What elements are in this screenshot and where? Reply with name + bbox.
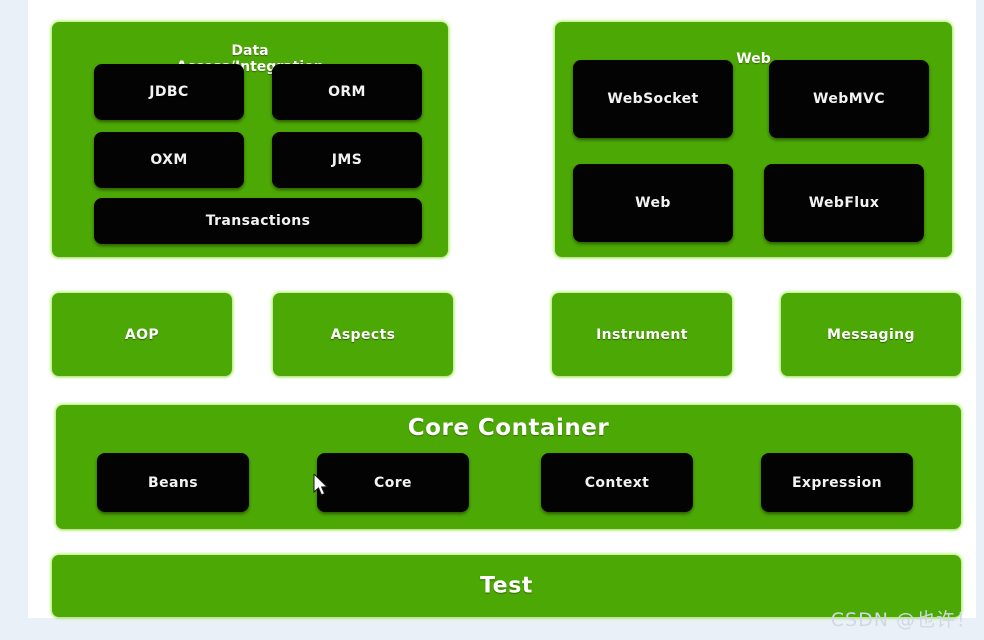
module-core[interactable]: Core (317, 453, 469, 512)
module-orm[interactable]: ORM (272, 64, 422, 120)
module-webflux[interactable]: WebFlux (764, 164, 924, 242)
module-label: Web (635, 195, 671, 211)
module-label: Messaging (827, 326, 915, 343)
module-label: ORM (328, 84, 366, 100)
module-expression[interactable]: Expression (761, 453, 913, 512)
module-label: Instrument (596, 326, 688, 343)
panel-title-web: Web (736, 51, 771, 67)
module-messaging[interactable]: Messaging (781, 293, 961, 376)
panel-core-container[interactable]: Core Container Beans Core Context Expres… (56, 405, 961, 529)
module-webmvc[interactable]: WebMVC (769, 60, 929, 138)
panel-data-access-integration[interactable]: Data Access/Integration JDBC ORM OXM JMS… (52, 22, 448, 257)
panel-web[interactable]: Web WebSocket WebMVC Web WebFlux (555, 22, 952, 257)
module-web[interactable]: Web (573, 164, 733, 242)
module-label: AOP (124, 326, 160, 343)
module-label: WebMVC (813, 91, 885, 107)
module-label: Context (584, 474, 650, 491)
module-oxm[interactable]: OXM (94, 132, 244, 188)
diagram-canvas: Data Access/Integration JDBC ORM OXM JMS… (28, 0, 976, 618)
module-label: Transactions (205, 213, 311, 229)
module-label: WebSocket (607, 91, 699, 107)
module-transactions[interactable]: Transactions (94, 198, 422, 244)
module-label: Test (479, 573, 534, 599)
module-label: OXM (150, 152, 188, 168)
module-aop[interactable]: AOP (52, 293, 232, 376)
module-label: Beans (148, 474, 198, 491)
module-label: JDBC (149, 84, 189, 100)
module-aspects[interactable]: Aspects (273, 293, 453, 376)
module-websocket[interactable]: WebSocket (573, 60, 733, 138)
module-beans[interactable]: Beans (97, 453, 249, 512)
module-label: Core (374, 474, 412, 491)
module-label: Aspects (330, 326, 396, 343)
module-jdbc[interactable]: JDBC (94, 64, 244, 120)
module-label: WebFlux (808, 195, 880, 211)
panel-title-core-container: Core Container (407, 415, 610, 441)
module-test[interactable]: Test (52, 555, 961, 617)
module-label: Expression (791, 474, 883, 491)
module-instrument[interactable]: Instrument (552, 293, 732, 376)
module-context[interactable]: Context (541, 453, 693, 512)
module-jms[interactable]: JMS (272, 132, 422, 188)
module-label: JMS (331, 152, 363, 168)
watermark-text: CSDN @也许！ (830, 609, 976, 631)
